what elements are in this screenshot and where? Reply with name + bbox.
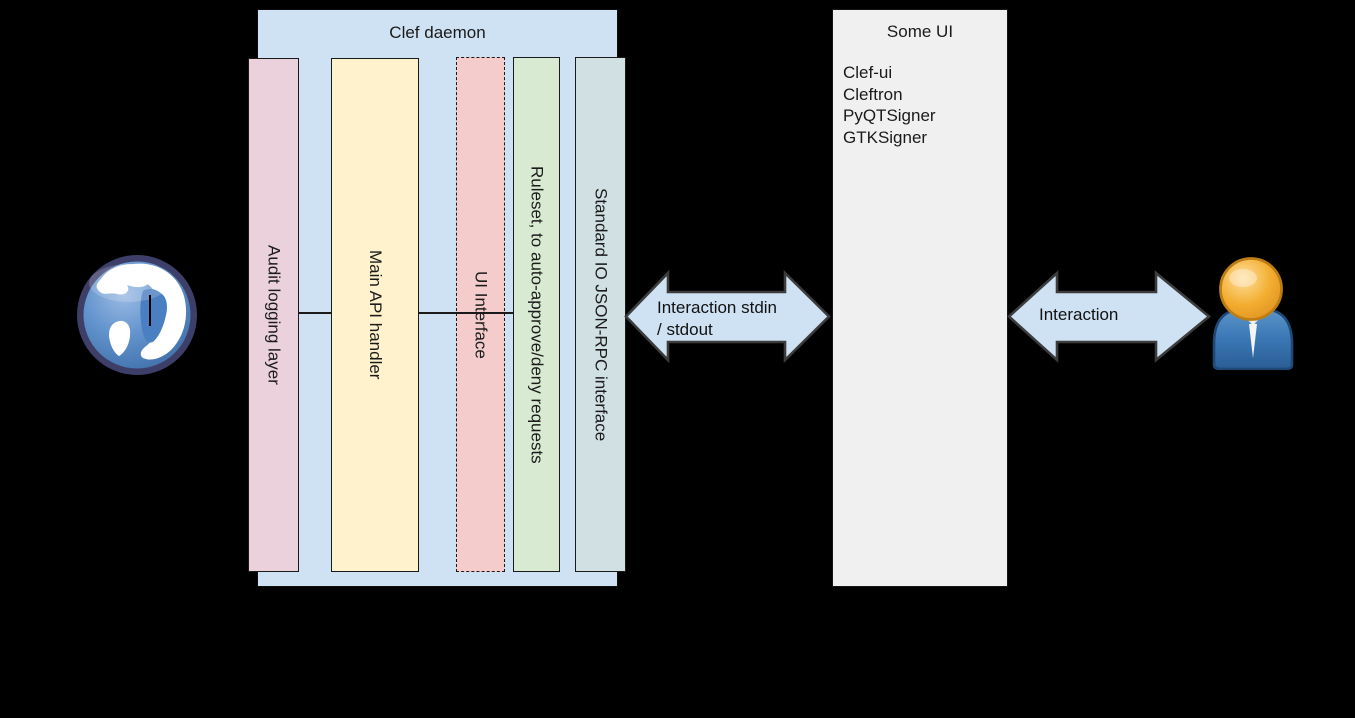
user-double-arrow — [1007, 270, 1212, 363]
list-item: GTKSigner — [843, 128, 928, 148]
bar-label: Main API handler — [366, 250, 385, 380]
bar-stdio-jsonrpc-interface: Standard IO JSON-RPC interface — [575, 57, 626, 572]
some-ui-box: Some UI Clef-ui Cleftron PyQTSigner GTKS… — [832, 9, 1008, 587]
bar-label: UI Interface — [471, 270, 491, 359]
stdio-arrow-label-line1: Interaction stdin — [657, 298, 778, 317]
bar-main-api-handler: Main API handler — [331, 58, 419, 572]
bar-audit-logging-layer: Audit logging layer — [248, 58, 299, 572]
connector-line-audit-api — [298, 312, 332, 314]
bar-ui-interface: UI Interface — [456, 57, 505, 572]
some-ui-title: Some UI — [886, 22, 954, 41]
user-arrow-label: Interaction — [1039, 305, 1119, 324]
clef-daemon-title: Clef daemon — [389, 23, 486, 42]
user-person-icon — [1212, 257, 1294, 370]
stdio-arrow-label-line2: / stdout — [657, 319, 713, 339]
list-item: Cleftron — [843, 84, 903, 104]
bar-label: Standard IO JSON-RPC interface — [591, 187, 611, 442]
bar-label: Ruleset, to auto-approve/deny requests — [527, 165, 547, 464]
stdio-double-arrow — [624, 269, 831, 364]
some-ui-list: Clef-ui Cleftron PyQTSigner GTKSigner — [843, 62, 936, 149]
stdio-arrow-label: Interaction stdin / stdout — [657, 297, 777, 340]
text-cursor-artifact — [149, 295, 151, 326]
bar-label: Audit logging layer — [264, 245, 284, 385]
clef-daemon-box: Clef daemon — [257, 9, 618, 587]
list-item: Clef-ui — [843, 63, 893, 82]
globe-icon — [77, 255, 197, 375]
connector-line-api-ruleset — [418, 312, 514, 314]
list-item: PyQTSigner — [843, 106, 936, 126]
bar-ruleset: Ruleset, to auto-approve/deny requests — [513, 57, 560, 572]
